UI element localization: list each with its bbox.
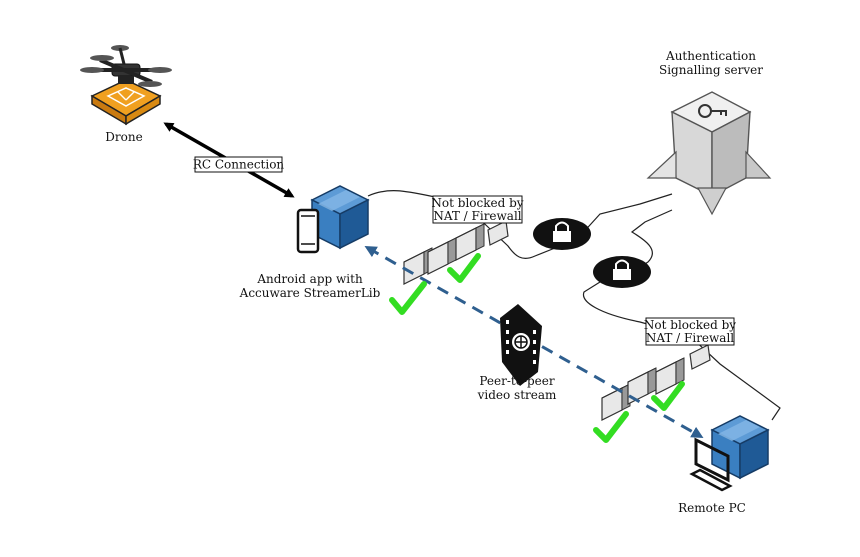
checkmark-icon [593,411,629,443]
lock-icon [593,256,651,288]
auth-label-line2: Signalling server [659,63,763,77]
checkmark-icon [447,253,481,283]
remote-pc-cube [710,415,770,480]
nat-bottom-label-box: Not blocked by NAT / Firewall [644,317,736,346]
auth-label-line1: Authentication [665,49,756,63]
p2p-label-line1: Peer-to-peer [479,374,555,388]
remote-pc-label: Remote PC [678,501,746,515]
rc-connection-label-box: RC Connection [193,156,285,173]
lock-icon [533,218,591,250]
android-label-line1: Android app with [256,272,363,286]
android-label-line2: Accuware StreamerLib [239,286,381,300]
firewall-block-icon [601,344,711,421]
checkmark-icon [651,381,685,411]
rc-connection-label: RC Connection [193,158,285,172]
nat-bottom-label-line1: Not blocked by [644,318,736,332]
drone-label: Drone [105,130,142,144]
smartphone-icon [296,208,320,254]
nat-top-label-line1: Not blocked by [431,196,523,210]
android-app-cube [310,185,370,250]
film-strip-icon [500,304,542,386]
p2p-label-line2: video stream [477,388,557,402]
nat-bottom-label-line2: NAT / Firewall [646,331,734,345]
checkmark-icon [389,281,427,315]
server-icon [646,91,772,216]
nat-top-label-box: Not blocked by NAT / Firewall [431,195,524,224]
nat-top-label-line2: NAT / Firewall [433,209,521,223]
computer-icon [689,437,733,492]
drone-icon [80,45,172,126]
